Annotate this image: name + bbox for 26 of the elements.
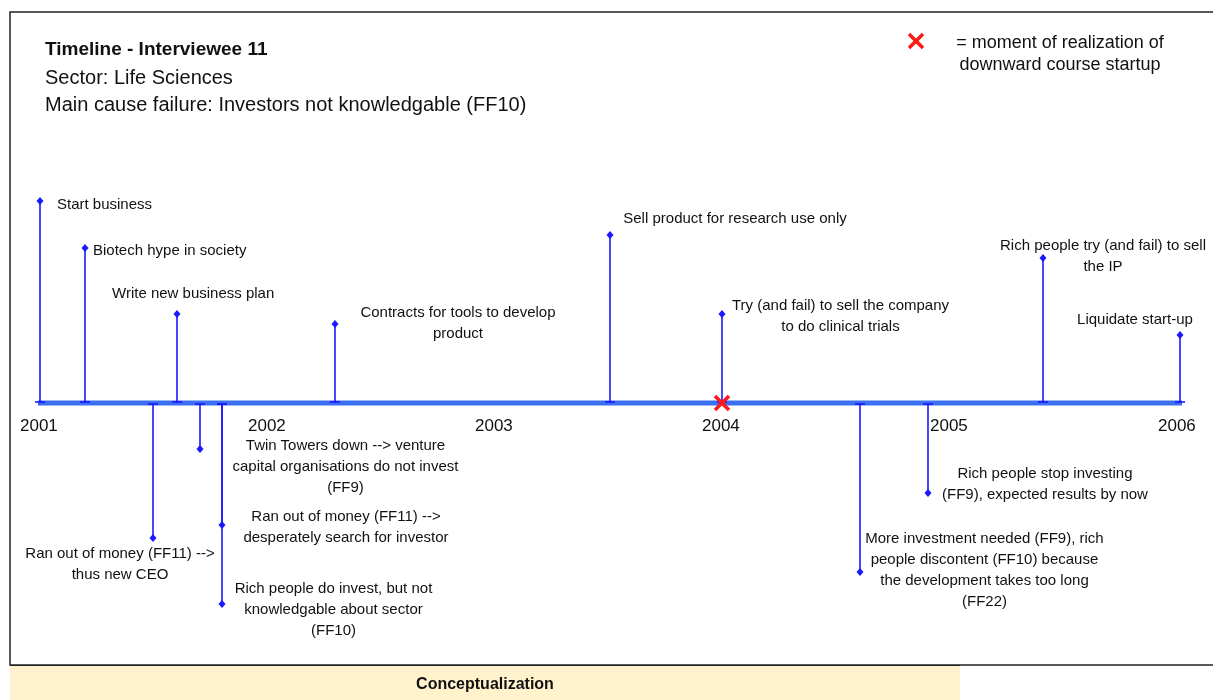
event-label: Rich people stop investing (FF9), expected results by now: [941, 463, 1149, 504]
year-label: 2002: [248, 415, 286, 436]
event-label: Contracts for tools to develop product: [359, 302, 557, 343]
subtitle: Main cause failure: Investors not knowledgable (FF10): [45, 92, 527, 116]
legend-text: = moment of realization of downward course startup: [955, 31, 1165, 75]
year-label: 2006: [1158, 415, 1196, 436]
event-label: Sell product for research use only: [622, 208, 848, 228]
event-label: Twin Towers down --> venture capital organisations do not invest (FF9): [231, 435, 460, 497]
year-label: 2001: [20, 415, 58, 436]
phase-title: Conceptualization: [416, 674, 554, 693]
title: Timeline - Interviewee 11: [45, 37, 268, 60]
event-label: Liquidate start-up: [1076, 309, 1194, 329]
event-label: More investment needed (FF9), rich people discontent (FF10) because the development takes too long (FF22): [864, 528, 1105, 611]
event-label: Biotech hype in society: [93, 240, 247, 260]
event-label: Ran out of money (FF11) --> thus new CEO: [25, 543, 215, 584]
phase-band: [10, 665, 960, 700]
year-label: 2004: [702, 415, 740, 436]
subtitle: Sector: Life Sciences: [45, 65, 233, 89]
year-label: 2003: [475, 415, 513, 436]
event-label: Rich people do invest, but not knowledgable about sector (FF10): [233, 578, 434, 640]
event-label: Start business: [57, 194, 153, 214]
year-label: 2005: [930, 415, 968, 436]
event-label: Ran out of money (FF11) --> desperately search for investor: [242, 506, 450, 547]
event-label: Rich people try (and fail) to sell the IP: [999, 235, 1207, 276]
event-label: Try (and fail) to sell the company to do clinical trials: [731, 295, 950, 336]
event-label: Write new business plan: [112, 283, 276, 303]
